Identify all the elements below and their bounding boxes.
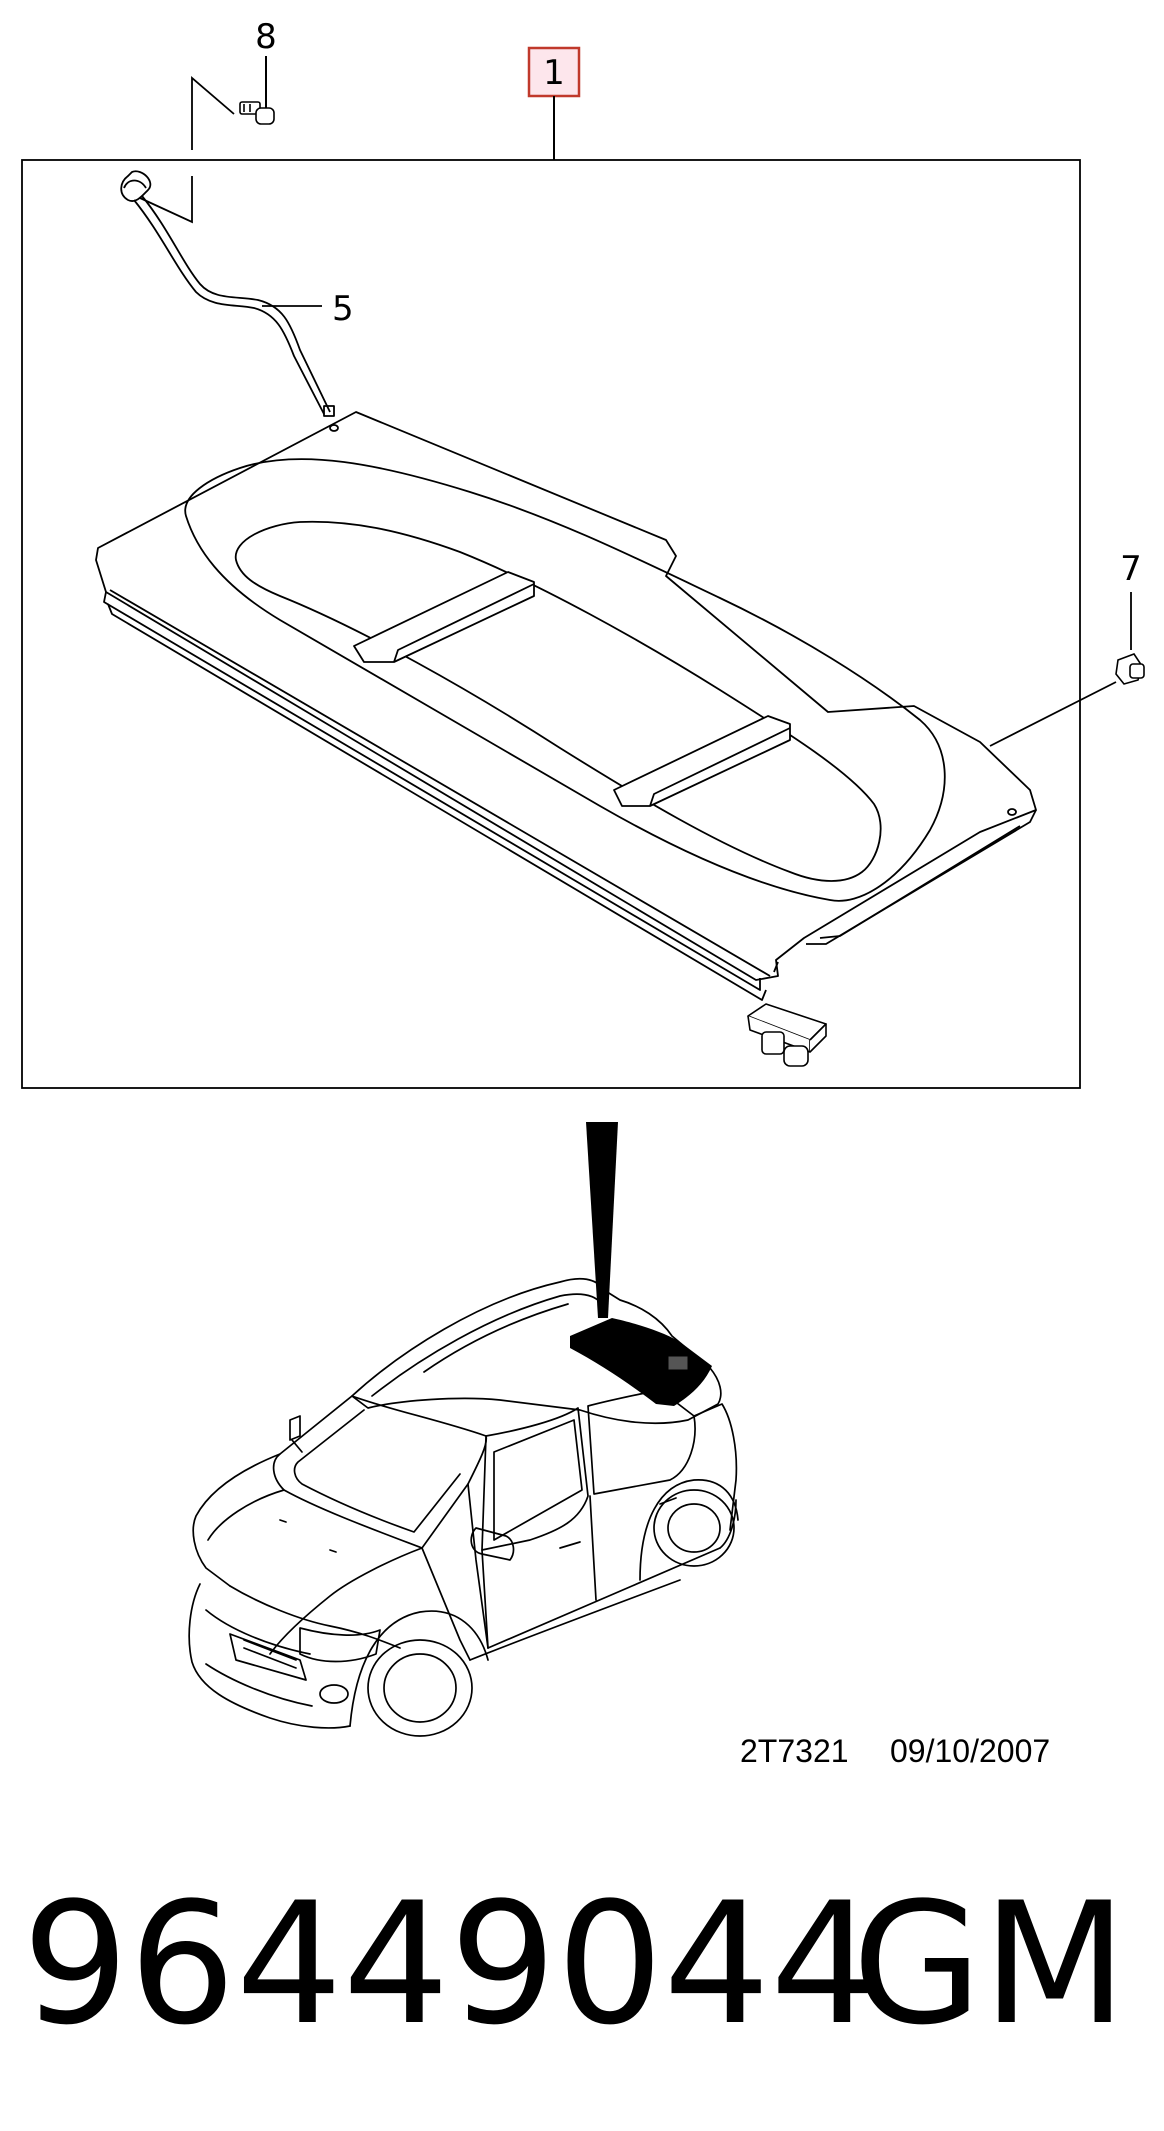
brand-name: GM <box>852 1866 1128 2062</box>
parcel-shelf <box>95 411 1037 1001</box>
shelf-rib-1 <box>353 571 535 663</box>
clip-7: 7 <box>989 549 1145 747</box>
shelf-front-lip <box>103 591 761 991</box>
callout-5-label: 5 <box>332 289 354 329</box>
location-pointer <box>586 1122 618 1318</box>
reference-code: 2T7321 <box>740 1733 849 1769</box>
callout-8-label: 8 <box>255 17 277 57</box>
shelf-top-face <box>95 411 1037 981</box>
shelf-rib-2 <box>613 715 791 807</box>
clip-7-icon <box>1115 653 1145 685</box>
shelf-front-lip-2 <box>107 603 767 1001</box>
shelf-front-edge <box>109 589 771 977</box>
reference-date: 09/10/2007 <box>890 1733 1050 1769</box>
screw-8-icon <box>239 101 275 125</box>
bottom-clip-icon <box>747 1003 827 1067</box>
strap-5-icon <box>120 170 335 417</box>
shelf-inner-panel <box>184 458 946 902</box>
parts-frame <box>21 159 1081 1089</box>
part-number: 96449044 <box>22 1866 878 2062</box>
callout-1: 1 <box>527 46 581 160</box>
callout-1-label: 1 <box>543 53 565 93</box>
shelf-location-highlight <box>570 1318 712 1406</box>
callout-7-label: 7 <box>1120 549 1142 589</box>
screw-8: 8 <box>139 17 277 224</box>
highlight-corner <box>667 1355 689 1371</box>
strap-5: 5 <box>120 170 354 417</box>
shelf-recess <box>235 520 882 882</box>
